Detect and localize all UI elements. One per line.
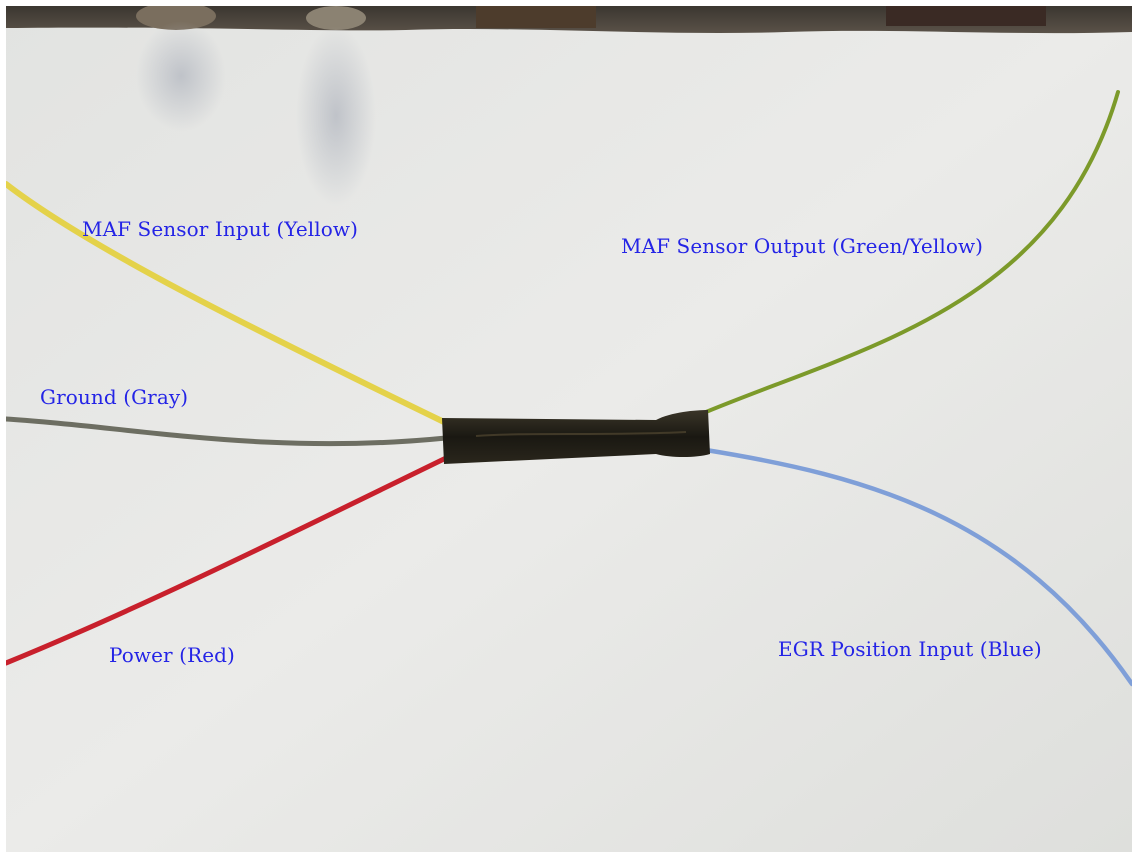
splice-heat-shrink [442, 410, 710, 464]
wire-red [6, 455, 449, 666]
label-maf-sensor-input: MAF Sensor Input (Yellow) [82, 217, 359, 241]
background-object [306, 6, 366, 30]
label-power: Power (Red) [109, 643, 235, 667]
photo-frame: MAF Sensor Input (Yellow) MAF Sensor Out… [6, 6, 1132, 852]
wire-blue [703, 447, 1132, 687]
background-object [476, 6, 596, 28]
wire-yellow [6, 181, 447, 425]
splice-highlight [475, 431, 687, 437]
label-egr-position-input: EGR Position Input (Blue) [778, 637, 1042, 661]
wire-gray [6, 416, 449, 447]
background-object [886, 6, 1046, 26]
label-maf-sensor-output: MAF Sensor Output (Green/Yellow) [621, 234, 984, 258]
wire-green-yellow [704, 90, 1120, 414]
wiring-photo [6, 6, 1132, 852]
background-object [136, 6, 216, 30]
shadow [136, 21, 226, 131]
label-ground: Ground (Gray) [40, 385, 189, 409]
shadow [296, 26, 376, 206]
